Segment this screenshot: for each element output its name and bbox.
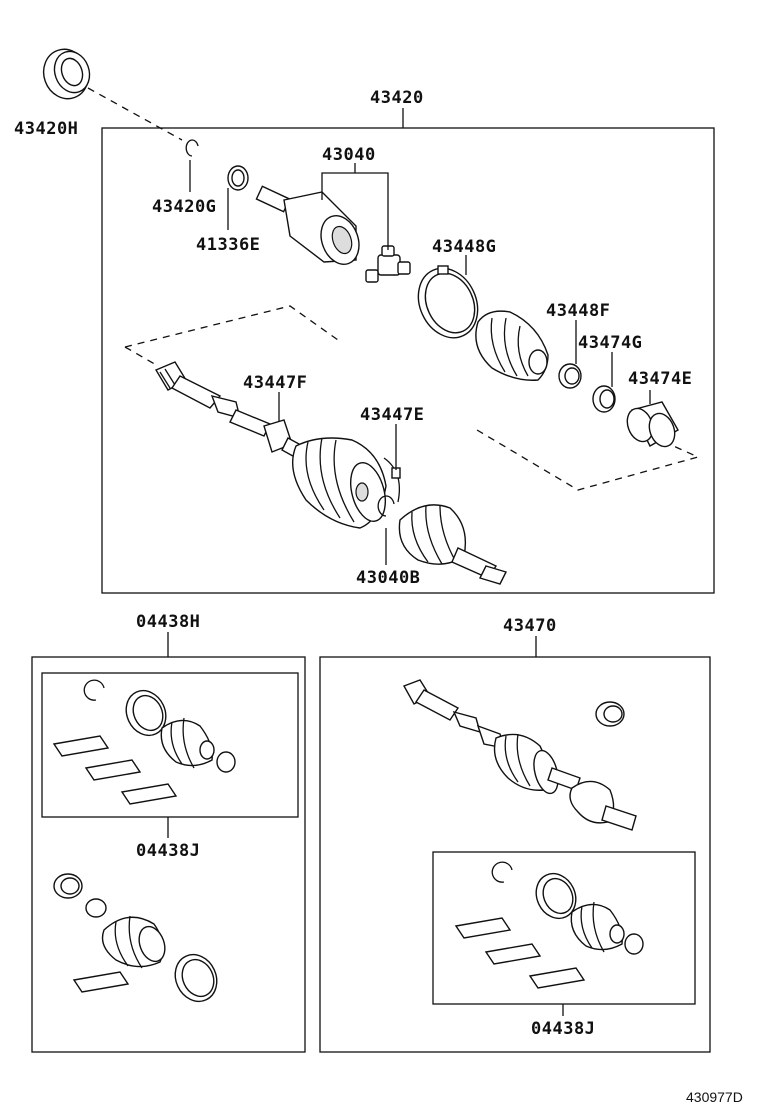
dash-shaft-left [124,346,159,367]
dash-shaft-plane [124,305,339,348]
kit-left-upper-parts [52,679,236,805]
oil-seal-icon [42,48,91,100]
kit-right-boot-icon [570,903,623,951]
label-43447e: 43447E [360,405,424,425]
kit-right-grease-pack-icon-3 [528,967,586,989]
kit-left-lower-parts [53,873,218,1003]
label-43470: 43470 [503,616,557,636]
label-43420: 43420 [370,88,424,108]
kit-right-grease-pack-icon-2 [484,943,542,965]
snap-ring-icon [185,139,199,157]
kit-snap-ring-icon [83,679,105,701]
kit-right-grease-pack-icon [454,917,512,939]
label-04438j-left: 04438J [136,841,200,861]
inner-boot-icon [475,310,549,381]
label-41336e: 41336E [196,235,260,255]
outboard-joint-icon [398,504,507,585]
kit-clamp-icon-b [85,898,107,918]
dash-damper-plane [476,429,700,491]
kit-clamp-small-icon [216,751,236,773]
dust-seal-icon [227,165,249,191]
diagram-ref-number: 430977D [686,1089,743,1105]
dash-seal-to-clip [87,87,183,141]
label-43474e: 43474E [628,369,692,389]
label-43040b: 43040B [356,568,420,588]
boot-clamp-small-icon [558,363,582,389]
kit-right-clamp-small-icon [624,933,644,955]
drive-shaft-assy-icon [402,679,637,831]
boot-clamp-large-icon [417,265,479,339]
tripod-icon [365,245,411,283]
frame-43420 [101,127,715,594]
label-43447f: 43447F [243,373,307,393]
label-43040: 43040 [322,145,376,165]
grease-pack-icon-3 [120,783,178,805]
inboard-joint-icon [255,185,360,265]
frame-04438j-right-inner [432,851,696,1005]
kit-right-snap-ring-icon [491,861,513,883]
grease-pack-icon-4 [72,971,130,993]
label-43420h: 43420H [14,119,78,139]
damper-clamp-icon [592,385,616,413]
dynamic-damper-icon [626,401,679,448]
label-43448f: 43448F [546,301,610,321]
frame-43470 [319,656,711,1053]
label-43420g: 43420G [152,197,216,217]
label-43448g: 43448G [432,237,496,257]
circlip-icon [377,495,395,517]
frame-04438j-left-inner [41,672,299,818]
label-43474g: 43474G [578,333,642,353]
outer-boot-icon [292,437,387,529]
kit-right-parts [454,861,644,989]
label-04438j-right: 04438J [531,1019,595,1039]
label-04438h: 04438H [136,612,200,632]
grease-pack-icon [52,735,110,757]
kit-boot-icon [160,719,213,767]
grease-pack-icon-2 [84,759,142,781]
